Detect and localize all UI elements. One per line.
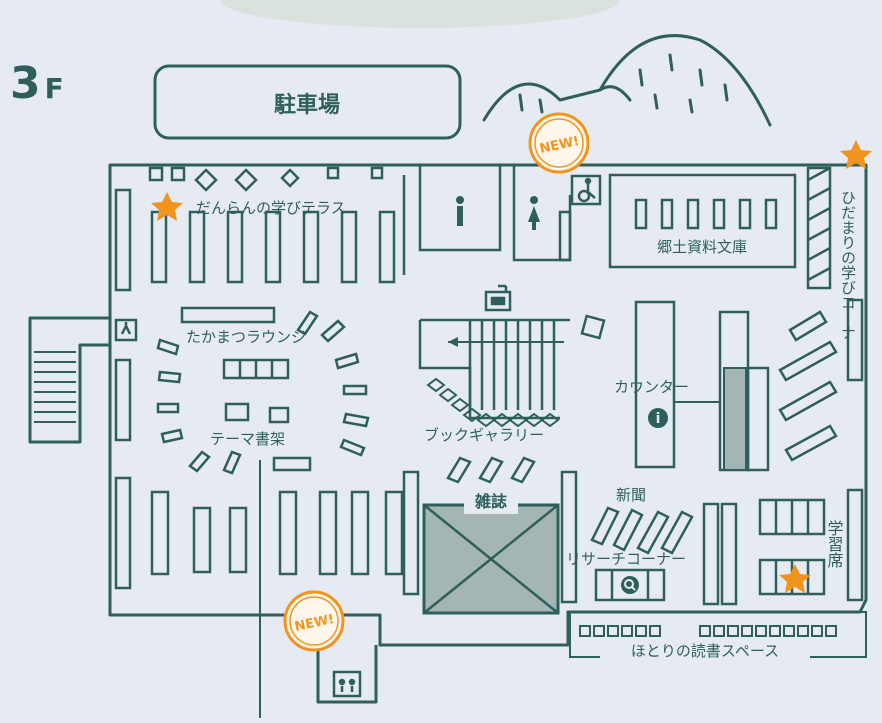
kyodo-archive-area [608,173,797,269]
counter-highlight [723,367,747,471]
top-ellipse-decoration [220,0,620,28]
bottom-bump [316,645,378,704]
parking-label: 駐車場 [274,92,340,118]
kyodo-shelves [634,198,778,230]
star-icon [779,564,811,593]
hotori-label-bg [600,640,810,660]
book-return-icon [484,284,512,312]
stair-landing-box [580,314,606,340]
counter-label: カウンター [614,378,689,396]
hotori-label: ほとりの読書スペース [631,642,779,660]
magazine-right-shelf [560,470,578,604]
book-gallery-label: ブックギャラリー [424,426,544,444]
magazine-label: 雑誌 [474,492,507,511]
mountains-illustration [482,34,772,127]
parking-area [153,64,462,140]
info-icon: i [648,408,668,428]
lounge-seating [156,306,370,475]
hidamari-corner [806,166,832,290]
research-label: リサーチコーナー [566,550,686,568]
theme-shelf-label: テーマ書架 [210,430,285,448]
star-icon [840,140,872,169]
danran-seats [194,168,300,192]
theme-shelf [272,456,312,472]
right-diagonal-shelves [778,298,864,602]
gallery-shelves [446,456,536,484]
danran-shelves [114,166,396,292]
lounge-label: たかまつラウンジ [186,328,306,346]
stair-arrow [448,337,458,347]
middle-right-shelves [702,502,738,606]
newspaper-label: 新聞 [616,486,646,504]
search-icon [621,576,639,594]
kyodo-label: 郷土資料文庫 [657,238,747,256]
left-wall-shelves [114,358,132,590]
counter-shelf [634,300,676,469]
elevator-icon [332,670,362,698]
new-badge-top: NEW! [528,112,590,174]
building-outline [108,163,868,647]
star-icon [151,192,183,221]
bottom-left-shelves [150,470,420,596]
female-restroom-icon [528,196,540,230]
counter-side [746,366,770,472]
male-restroom-icon [456,196,464,226]
magazine-label-bg [464,488,518,514]
stair-steps [34,351,76,423]
hidamari-label: ひだまりの学びコーナー [839,190,857,355]
research-table [594,568,666,602]
newspaper-racks [590,506,694,555]
central-staircase [418,318,570,420]
magazine-x2 [423,504,559,614]
book-gallery-displays [426,377,560,428]
hotori-seats [579,625,837,637]
wheelchair-icon [570,174,602,206]
restroom-partition [558,210,572,262]
svg-text:i: i [656,411,661,427]
stairwell [28,316,110,444]
danran-label: だんらんの学びテラス [196,199,346,217]
new-badge-bottom: NEW! [283,590,345,652]
study-seats [758,498,826,596]
emergency-exit-icon [114,318,138,342]
study-label: 学習席 [825,520,844,568]
